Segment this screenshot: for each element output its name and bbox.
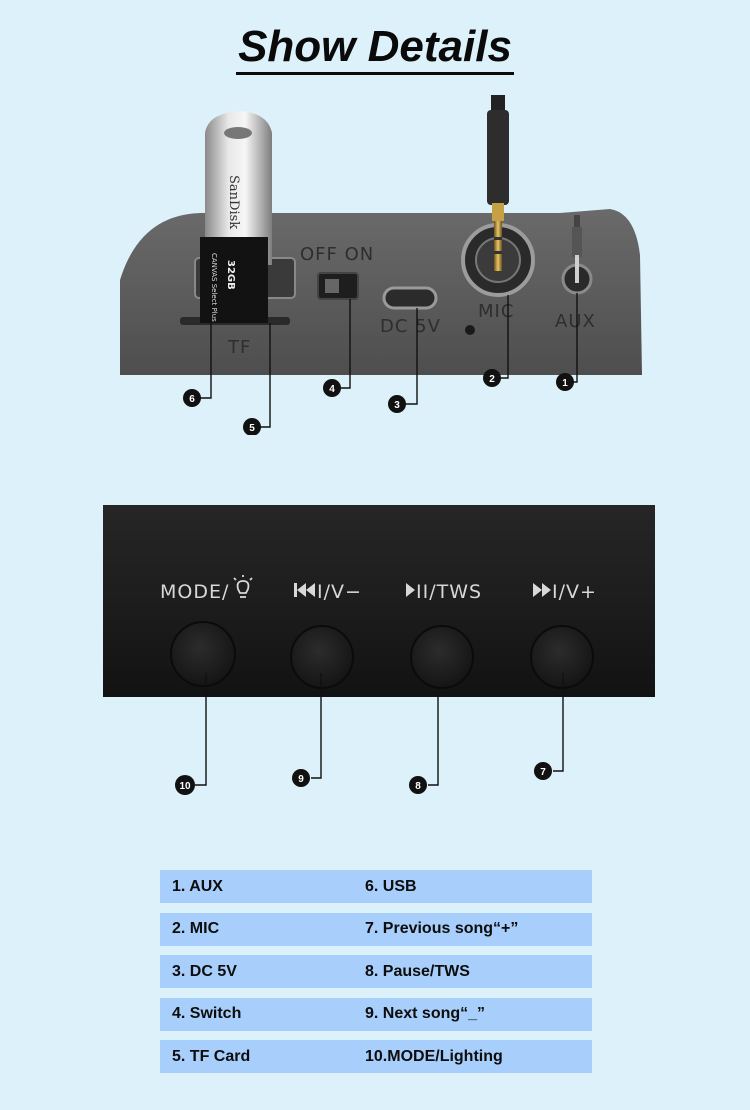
- badge-8: 8: [409, 776, 427, 794]
- spec-row: 3. DC 5V 8. Pause/TWS: [160, 955, 592, 988]
- badge-5: 5: [243, 418, 261, 435]
- spec-right: 10.MODE/Lighting: [365, 1047, 503, 1065]
- leader-line-10: [195, 673, 207, 786]
- svg-text:3: 3: [394, 400, 400, 411]
- spec-table: 1. AUX 6. USB 2. MIC 7. Previous song“+”…: [160, 870, 592, 1083]
- svg-text:5: 5: [249, 423, 255, 434]
- leader-line-2: [498, 295, 509, 379]
- svg-text:9: 9: [298, 774, 304, 785]
- badge-3: 3: [388, 395, 406, 413]
- spec-row: 2. MIC 7. Previous song“+”: [160, 912, 592, 946]
- badge-1: 1: [556, 373, 574, 391]
- leader-line-7: [553, 673, 564, 772]
- dc-5v-label: DC 5V: [380, 316, 441, 337]
- badge-2: 2: [483, 369, 501, 387]
- svg-text:2: 2: [489, 374, 495, 385]
- leader-line-8: [428, 695, 439, 786]
- spec-left: 4. Switch: [172, 1005, 242, 1022]
- mode-label: MODE/: [160, 581, 229, 603]
- next-button[interactable]: [530, 625, 594, 689]
- aux-label: AUX: [555, 311, 596, 332]
- pause-label: II/TWS: [416, 581, 482, 603]
- svg-text:10: 10: [179, 781, 191, 792]
- svg-text:32GB: 32GB: [225, 260, 236, 290]
- spec-left: 3. DC 5V: [172, 962, 237, 980]
- next-icon: [533, 583, 551, 597]
- svg-text:8: 8: [415, 781, 421, 792]
- svg-text:7: 7: [540, 767, 546, 778]
- spec-right: 6. USB: [365, 877, 417, 895]
- leader-line-6: [200, 301, 212, 399]
- svg-text:6: 6: [189, 394, 195, 405]
- spec-left: 5. TF Card: [172, 1047, 251, 1065]
- spec-left: 1. AUX: [172, 877, 223, 895]
- badge-10: 10: [175, 775, 195, 795]
- port-panel: TF SanDisk CANVAS Select Plus 32GB OFF O…: [0, 95, 750, 435]
- svg-text:1: 1: [562, 378, 568, 389]
- tf-card: CANVAS Select Plus 32GB: [200, 237, 268, 323]
- pause-button[interactable]: [410, 625, 474, 689]
- page-title: Show Details: [0, 22, 750, 75]
- leader-line-5: [258, 323, 271, 428]
- spec-left: 2. MIC: [172, 920, 220, 937]
- button-panel: MODE/ I/V− II/TWS I/V+: [0, 505, 750, 805]
- spec-right: 8. Pause/TWS: [365, 962, 470, 980]
- svg-text:CANVAS Select Plus: CANVAS Select Plus: [210, 253, 218, 322]
- badge-6: 6: [183, 389, 201, 407]
- dc-5v-port: [382, 286, 438, 310]
- leader-line-9: [311, 673, 322, 779]
- spec-row: 5. TF Card 10.MODE/Lighting: [160, 1040, 592, 1073]
- prev-label: I/V−: [317, 581, 362, 603]
- mode-button[interactable]: [170, 621, 236, 687]
- tf-label: TF: [227, 337, 251, 358]
- switch-label: OFF ON: [300, 244, 374, 265]
- svg-text:4: 4: [329, 384, 335, 395]
- bulb-icon: [233, 575, 253, 598]
- aux-jack-plug: [572, 215, 582, 283]
- usb-brand: SanDisk: [226, 175, 241, 229]
- prev-button[interactable]: [290, 625, 354, 689]
- prev-icon: [294, 583, 315, 597]
- spec-right: 9. Next song“_”: [365, 1005, 486, 1022]
- spec-row: 1. AUX 6. USB: [160, 870, 592, 903]
- mic-jack-plug: [487, 95, 509, 271]
- usb-stick: SanDisk: [205, 111, 272, 265]
- next-label: I/V+: [552, 581, 597, 603]
- play-pause-icon: [406, 583, 415, 597]
- spec-right: 7. Previous song“+”: [365, 920, 519, 937]
- badge-4: 4: [323, 379, 341, 397]
- badge-9: 9: [292, 769, 310, 787]
- spec-row: 4. Switch 9. Next song“_”: [160, 997, 592, 1031]
- leader-line-3: [404, 308, 418, 405]
- leader-line-4: [338, 299, 351, 389]
- mic-label: MIC: [478, 301, 514, 322]
- badge-7: 7: [534, 762, 552, 780]
